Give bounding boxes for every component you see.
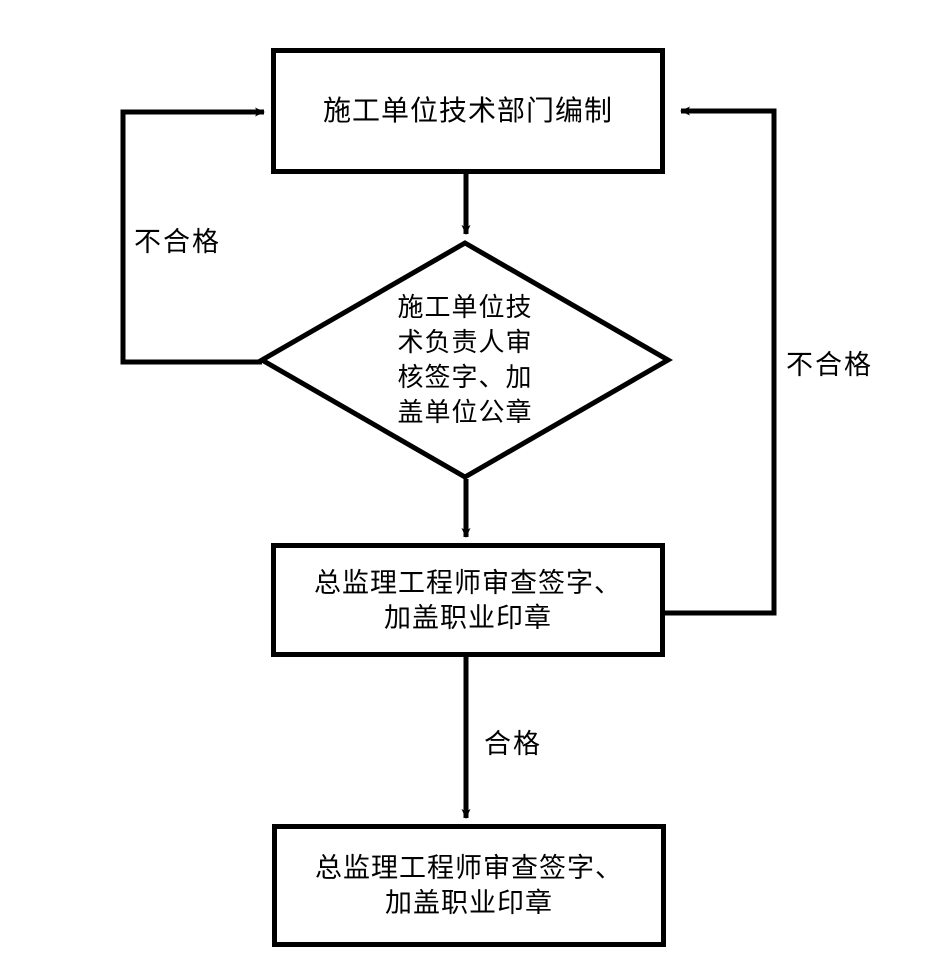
edge-box3-to-box1-right-loop — [665, 106, 777, 616]
node-decision-shape[interactable] — [256, 240, 674, 480]
node-box3-shape[interactable] — [271, 543, 665, 657]
node-box1-shape[interactable] — [271, 48, 665, 174]
node-box4-shape[interactable] — [272, 824, 666, 947]
edge-decision-to-box1-left-loop — [120, 107, 265, 365]
